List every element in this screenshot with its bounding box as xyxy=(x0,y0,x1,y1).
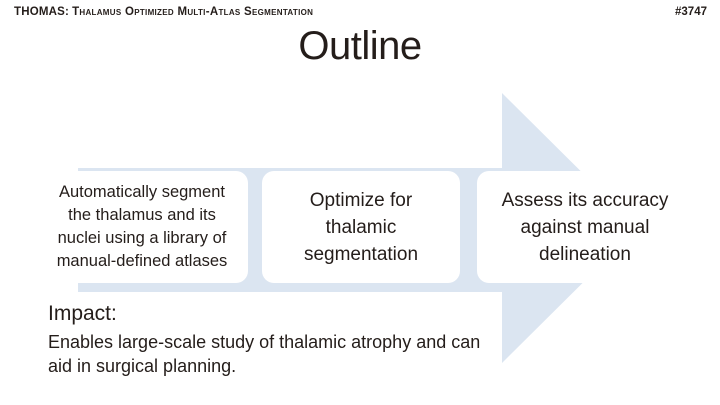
slide-header: THOMAS:Thalamus Optimized Multi-Atlas Se… xyxy=(14,6,650,18)
process-step-1: Automatically segment the thalamus and i… xyxy=(36,171,248,283)
slide-title: Outline xyxy=(298,24,422,68)
header-prefix: THOMAS: xyxy=(14,6,70,18)
process-step-2-text: Optimize for thalamic segmentation xyxy=(303,189,419,265)
process-step-2: Optimize for thalamic segmentation xyxy=(262,171,460,283)
process-step-3: Assess its accuracy against manual delin… xyxy=(477,171,693,283)
process-step-1-text: Automatically segment the thalamus and i… xyxy=(56,183,228,270)
impact-text: Enables large-scale study of thalamic at… xyxy=(48,332,481,376)
process-step-3-text: Assess its accuracy against manual delin… xyxy=(501,189,669,265)
poster-number: #3747 xyxy=(675,6,707,18)
impact-label: Impact: xyxy=(48,302,117,325)
header-title: Thalamus Optimized Multi-Atlas Segmentat… xyxy=(72,6,314,18)
